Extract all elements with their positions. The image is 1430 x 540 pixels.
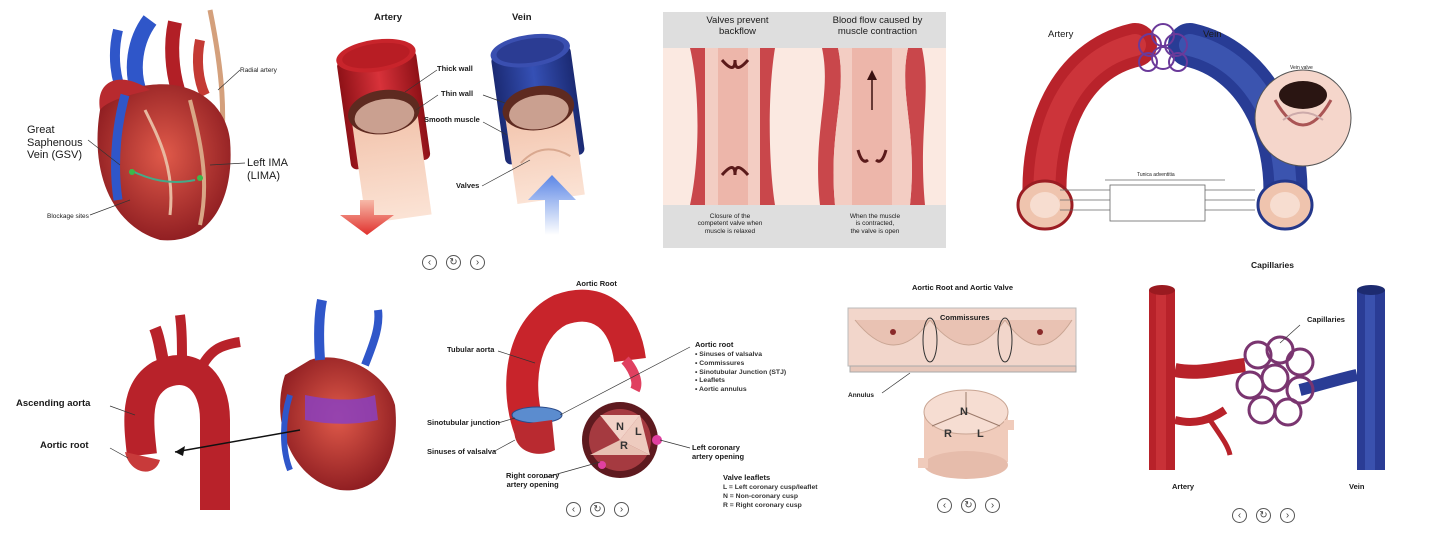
chevron-right-icon[interactable]: ›: [985, 498, 1000, 513]
label-smooth-muscle: Smooth muscle: [424, 115, 480, 124]
label-capillary-artery: Artery: [1172, 482, 1195, 491]
root-item: • Sinotubular Junction (STJ): [695, 368, 787, 376]
chevron-right-icon[interactable]: ›: [1280, 508, 1295, 523]
chevron-left-icon[interactable]: ‹: [566, 502, 581, 517]
chevron-left-icon[interactable]: ‹: [422, 255, 437, 270]
label-aortic-root-title: Aortic Root: [576, 279, 617, 288]
replay-icon[interactable]: ↻: [1256, 508, 1271, 523]
leaflet-item: N = Non-coronary cusp: [723, 492, 798, 500]
caption-valve-open: When the muscle is contracted, the valve…: [849, 213, 901, 235]
label-blockage-sites: Blockage sites: [47, 213, 89, 220]
label-capillaries-title: Capillaries: [1251, 260, 1294, 270]
leaflet-items-list: L = Left coronary cusp/leaflet N = Non-c…: [723, 484, 818, 510]
replay-icon[interactable]: ↻: [961, 498, 976, 513]
leaflet-letter-n: N: [616, 421, 624, 433]
vessel-loop-illustration: [1016, 23, 1352, 231]
root-item: • Leaflets: [695, 377, 725, 385]
replay-icon[interactable]: ↻: [446, 255, 461, 270]
label-capillaries: Capillaries: [1307, 315, 1345, 324]
label-vein-valve: Vein valve: [1290, 65, 1313, 71]
chevron-left-icon[interactable]: ‹: [937, 498, 952, 513]
label-great-saphenous-vein: Great Saphenous Vein (GSV): [27, 124, 83, 162]
label-ascending-aorta: Ascending aorta: [16, 398, 91, 409]
root-item: • Sinuses of valsalva: [695, 351, 762, 358]
label-tunica-adventitia: Tunica adventitia: [1137, 172, 1175, 178]
label-blood-flow-muscle: Blood flow caused by muscle contraction: [832, 15, 923, 37]
capillaries-illustration: [1149, 285, 1385, 470]
label-capillary-vein: Vein: [1349, 482, 1365, 491]
nav-controls-4: ‹ ↻ ›: [1232, 508, 1295, 523]
valves-footer-band: [663, 205, 946, 248]
label-vein-heading: Vein: [512, 12, 532, 23]
valve-letter-l: L: [977, 428, 984, 440]
leaflet-item: L = Left coronary cusp/leaflet: [723, 484, 818, 491]
nav-controls-2: ‹ ↻ ›: [566, 502, 629, 517]
chevron-right-icon[interactable]: ›: [614, 502, 629, 517]
valve-letter-n: N: [960, 406, 968, 418]
label-loop-vein: Vein: [1203, 29, 1222, 40]
label-tubular-aorta: Tubular aorta: [447, 345, 495, 354]
label-aortic-root-left: Aortic root: [40, 440, 89, 451]
label-right-coronary-opening: Right coronary artery opening: [506, 471, 560, 489]
aortic-root-illustration: [492, 289, 691, 479]
vein-valves-illustration: [663, 48, 946, 205]
label-sinuses-valsalva: Sinuses of valsalva: [427, 447, 497, 456]
label-annulus: Annulus: [848, 392, 874, 399]
label-aortic-root-valve-title: Aortic Root and Aortic Valve: [912, 283, 1013, 292]
label-valves: Valves: [456, 181, 480, 190]
label-root-heading: Aortic root: [695, 340, 734, 349]
label-loop-artery: Artery: [1048, 29, 1074, 40]
aorta-heart-illustration: [109, 299, 396, 510]
artery-vein-illustration: [336, 33, 585, 235]
nav-controls-3: ‹ ↻ ›: [937, 498, 1000, 513]
replay-icon[interactable]: ↻: [590, 502, 605, 517]
leaflet-letter-r: R: [620, 440, 628, 452]
chevron-right-icon[interactable]: ›: [470, 255, 485, 270]
label-thin-wall: Thin wall: [441, 89, 474, 98]
root-items-list: • Sinuses of valsalva • Commissures • Si…: [695, 351, 786, 395]
leaflet-item: R = Right coronary cusp: [723, 501, 802, 509]
root-item: • Commissures: [695, 359, 745, 367]
label-valve-leaflets-heading: Valve leaflets: [723, 473, 771, 482]
heart-bypass-illustration: [87, 9, 246, 241]
label-commissures: Commissures: [940, 313, 990, 322]
caption-valve-closed: Closure of the competent valve when musc…: [697, 213, 763, 235]
label-sinotubular-junction: Sinotubular junction: [427, 418, 500, 427]
label-radial-artery: Radial artery: [240, 67, 277, 74]
valve-letter-r: R: [944, 428, 952, 440]
label-artery-heading: Artery: [374, 12, 402, 23]
label-valves-prevent-backflow: Valves prevent backflow: [706, 15, 769, 37]
leaflet-letter-l: L: [635, 426, 642, 438]
valves-header-band: [663, 12, 946, 48]
label-left-coronary-opening: Left coronary artery opening: [692, 443, 745, 461]
label-thick-wall: Thick wall: [437, 64, 473, 73]
nav-controls-1: ‹ ↻ ›: [422, 255, 485, 270]
chevron-left-icon[interactable]: ‹: [1232, 508, 1247, 523]
aortic-valve-illustration: [847, 307, 1077, 479]
label-left-ima: Left IMA (LIMA): [247, 157, 288, 182]
root-item: • Aortic annulus: [695, 386, 747, 394]
